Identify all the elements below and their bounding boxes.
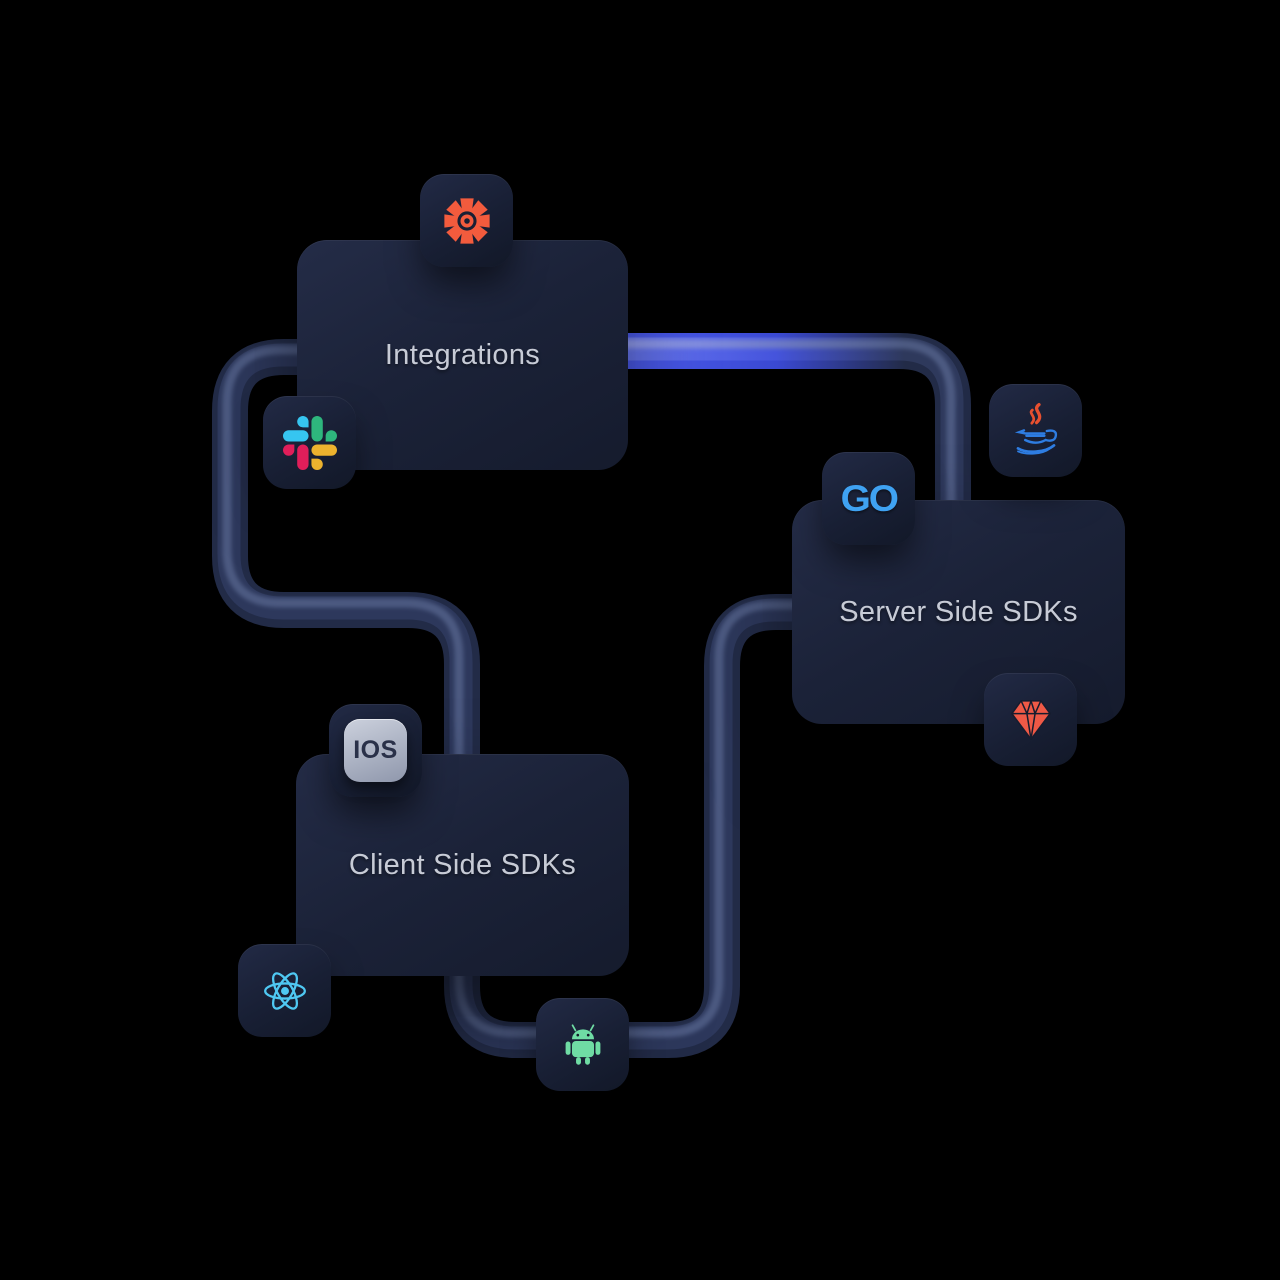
react-badge xyxy=(238,944,331,1037)
slack-badge xyxy=(263,396,356,489)
ruby-badge xyxy=(984,673,1077,766)
pipe-blue-link xyxy=(620,322,971,512)
java-icon xyxy=(1014,402,1057,455)
android-badge xyxy=(536,998,629,1091)
zapier-badge xyxy=(420,174,513,267)
ios-icon: IOS xyxy=(344,719,407,782)
react-icon xyxy=(263,971,306,1010)
ios-icon-label: IOS xyxy=(353,736,398,764)
card-title-integrations: Integrations xyxy=(384,338,541,371)
java-badge xyxy=(989,384,1082,477)
android-icon xyxy=(565,1023,600,1065)
ruby-icon xyxy=(1010,699,1051,740)
go-icon: GO xyxy=(840,477,898,519)
ios-badge: IOS xyxy=(329,704,422,797)
zapier-icon xyxy=(443,197,490,244)
slack-icon xyxy=(282,415,337,470)
card-client-side-sdks: Client Side SDKs xyxy=(296,754,629,976)
card-title-server-side-sdks: Server Side SDKs xyxy=(839,595,1078,628)
card-title-client-side-sdks: Client Side SDKs xyxy=(348,848,577,881)
go-badge: GO xyxy=(822,452,915,545)
